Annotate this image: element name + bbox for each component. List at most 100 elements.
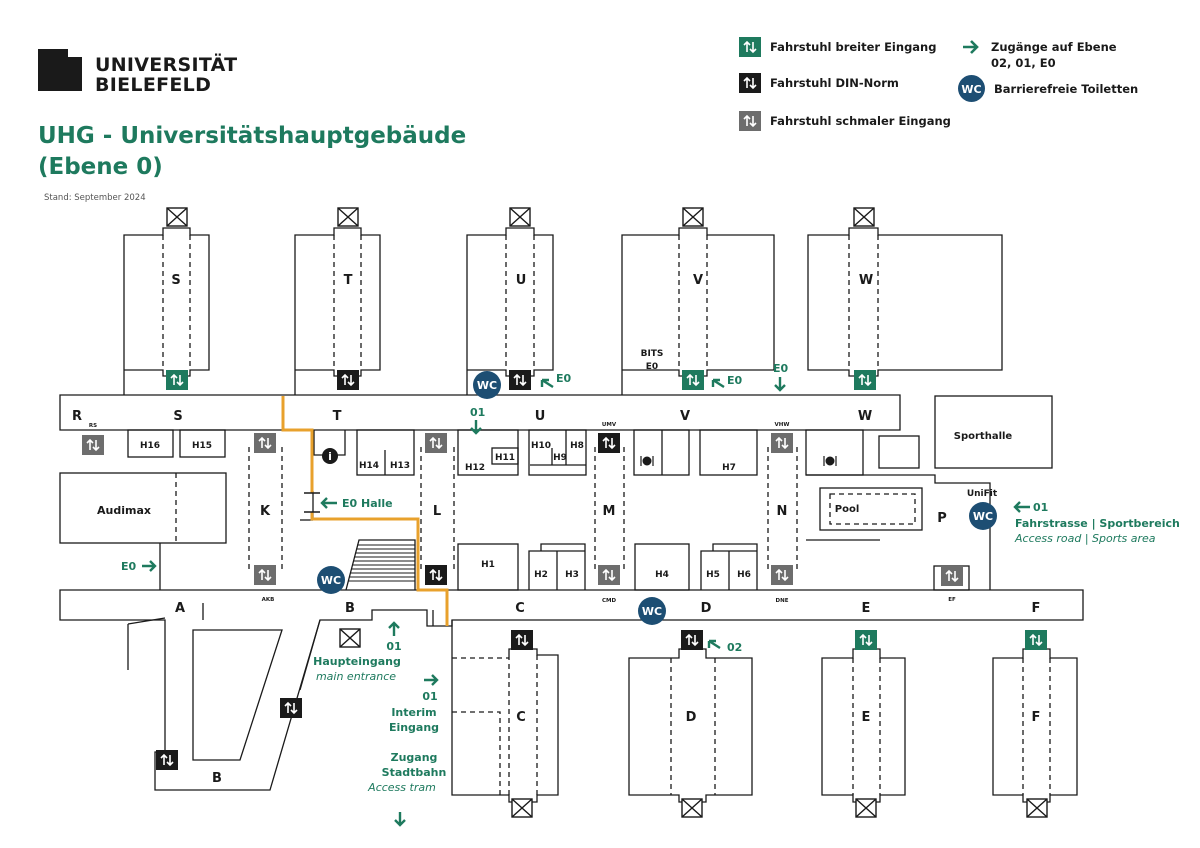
legend-elevator-wide-label: Fahrstuhl breiter Eingang [770, 40, 937, 54]
tram-label-1: Zugang [391, 751, 438, 764]
main-entrance-label: main entrance [316, 670, 396, 683]
hall-h8-label: H8 [570, 441, 584, 451]
logo-line-1: UNIVERSITÄT [95, 54, 238, 76]
restaurant-icon [823, 456, 837, 466]
access-sport-01: 01 [1033, 501, 1048, 514]
building-p-label: P [937, 511, 947, 526]
corridor-a-label: A [175, 601, 185, 616]
connector-k-label: K [260, 504, 271, 519]
legend-elevator-din: Fahrstuhl DIN-Norm [739, 73, 899, 93]
access-e0-vw: E0 [773, 362, 789, 375]
connector-n [767, 447, 798, 570]
elevator-narrow-icon [598, 565, 620, 585]
corridor-v-label: V [680, 409, 690, 424]
elevator-narrow-icon [771, 433, 793, 453]
hall-h13-label: H13 [390, 461, 410, 471]
bits-label-2: E0 [646, 362, 658, 372]
block-v-north [621, 227, 775, 395]
block-d-label: D [686, 710, 697, 725]
hall-h9-label: H9 [553, 453, 567, 463]
block-d-south [628, 648, 753, 803]
accessible-route-line [281, 396, 449, 626]
legend-access-line-2: 02, 01, E0 [991, 56, 1056, 70]
wc-icon: WC [473, 371, 501, 399]
audimax-building [59, 472, 227, 590]
hall-h1-label: H1 [481, 560, 495, 570]
access-sport-de: Fahrstrasse | Sportbereich [1015, 517, 1180, 530]
title-line-1: UHG - Universitätshauptgebäude [38, 123, 467, 149]
audimax-label: Audimax [97, 504, 151, 517]
cmd-label: CMD [602, 598, 617, 604]
corridor-u-label: U [535, 409, 546, 424]
elevator-wide-icon [166, 370, 188, 390]
elevator-din-icon [598, 433, 620, 453]
elevator-din-icon [681, 630, 703, 650]
access-arrow-icon [540, 378, 554, 389]
room-h16 [127, 429, 174, 458]
hall-h10-label: H10 [531, 441, 551, 451]
corridor-s-label: S [173, 409, 182, 424]
dne-label: DNE [776, 598, 789, 604]
corridor-e-label: E [862, 601, 871, 616]
tram-label-2: Stadtbahn [382, 766, 447, 779]
university-logo-text: UNIVERSITÄT BIELEFELD [95, 55, 237, 95]
hall-h5-label: H5 [706, 570, 720, 580]
block-f-label: F [1032, 710, 1041, 725]
block-t-label: T [344, 273, 353, 288]
stand-date: Stand: September 2024 [44, 193, 146, 203]
elevator-wide-icon [682, 370, 704, 390]
elevator-narrow-icon [739, 111, 761, 131]
hall-h4-label: H4 [655, 570, 669, 580]
info-icon: i [322, 448, 338, 464]
elevator-din-icon [280, 698, 302, 718]
connector-l [420, 447, 455, 570]
title-line-2: (Ebene 0) [38, 154, 163, 180]
elevator-narrow-icon [254, 565, 276, 585]
room-h4 [634, 543, 690, 591]
sporthalle-label: Sporthalle [954, 431, 1013, 442]
access-arrow-icon [424, 674, 439, 686]
north-corridor [59, 394, 901, 431]
hall-h12-label: H12 [465, 463, 485, 473]
block-s-north [123, 227, 210, 395]
corridor-w-label: W [858, 409, 872, 424]
e0-halle-label: E0 Halle [342, 497, 393, 510]
ef-label: EF [948, 597, 956, 603]
umv-label: UMV [602, 422, 617, 428]
elevator-narrow-icon [941, 566, 963, 586]
access-arrow-icon [707, 639, 721, 650]
legend-elevator-narrow-label: Fahrstuhl schmaler Eingang [770, 114, 951, 128]
block-u-north [466, 227, 554, 395]
university-logo-mark [38, 49, 82, 91]
room-h2-h3 [528, 543, 586, 590]
legend-access: Zugänge auf Ebene 02, 01, E0 [960, 39, 1117, 71]
rs-label: RS [89, 423, 97, 429]
corridor-b-label: B [345, 601, 355, 616]
access-arrow-icon [711, 378, 725, 389]
legend-access-line-1: Zugänge auf Ebene [991, 40, 1117, 54]
haupteingang-label: Haupteingang [313, 655, 401, 668]
info-glyph: i [328, 450, 332, 463]
pool-label: Pool [835, 504, 860, 515]
access-interim-01: 01 [422, 690, 437, 703]
page-title: UHG - Universitätshauptgebäude (Ebene 0) [38, 121, 466, 183]
vhw-label: VHW [775, 422, 790, 428]
hall-h2-label: H2 [534, 570, 548, 580]
access-e0-v: E0 [727, 374, 743, 387]
elevator-din-icon [511, 630, 533, 650]
block-v-label: V [693, 273, 703, 288]
access-arrow-icon [774, 377, 786, 392]
access-u-01: 01 [470, 406, 485, 419]
elevator-markers [82, 370, 1047, 770]
elevator-din-icon [739, 73, 761, 93]
elevator-wide-icon [855, 630, 877, 650]
restaurant-room-2 [805, 429, 864, 476]
block-c-south [451, 620, 559, 803]
elevator-wide-icon [739, 37, 761, 57]
block-e-label: E [862, 710, 871, 725]
block-b-label: B [212, 771, 222, 786]
corridor-d-label: D [701, 601, 712, 616]
access-e0-audimax: E0 [121, 560, 137, 573]
corridor-t-label: T [333, 409, 342, 424]
